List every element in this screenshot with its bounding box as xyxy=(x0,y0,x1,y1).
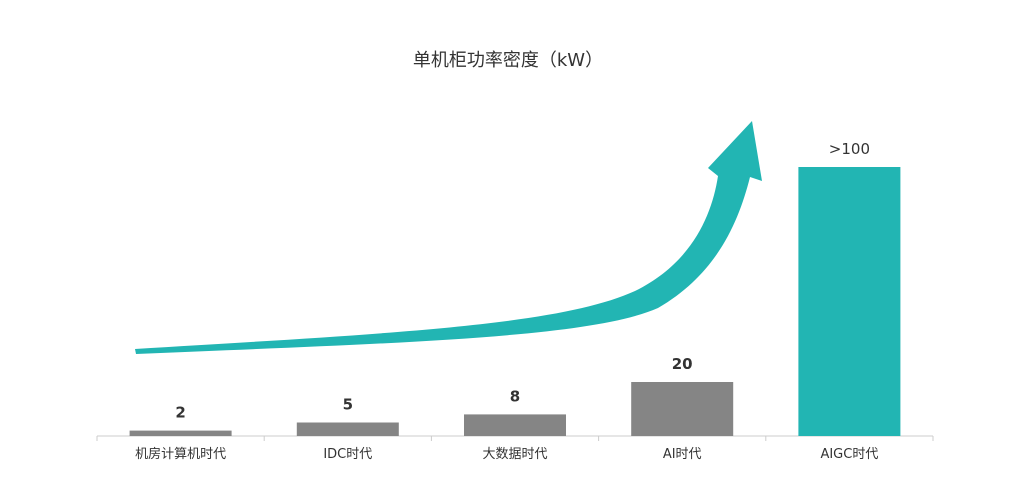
trend-arrow-icon xyxy=(135,121,762,354)
bar-3 xyxy=(631,382,734,436)
category-label: AI时代 xyxy=(663,447,702,462)
bars-group xyxy=(129,167,901,436)
bar-value-label: 2 xyxy=(175,404,185,422)
x-axis-ticks xyxy=(96,436,934,441)
bar-value-label: 5 xyxy=(343,396,353,414)
bar-4 xyxy=(798,167,901,436)
bar-value-label: 8 xyxy=(510,387,520,405)
bar-1 xyxy=(296,422,399,436)
category-label: AIGC时代 xyxy=(820,447,878,462)
category-labels: 机房计算机时代 IDC时代 大数据时代 AI时代 AIGC时代 xyxy=(135,446,878,462)
bar-0 xyxy=(129,430,232,436)
chart-title: 单机柜功率密度（kW） xyxy=(413,50,603,71)
value-labels: 2 5 8 20 >100 xyxy=(175,140,870,422)
category-label: IDC时代 xyxy=(323,447,372,462)
bar-value-label: 20 xyxy=(672,355,693,373)
bar-2 xyxy=(464,414,566,436)
bar-value-label: >100 xyxy=(829,140,870,158)
category-label: 机房计算机时代 xyxy=(135,446,226,462)
category-label: 大数据时代 xyxy=(482,447,547,462)
